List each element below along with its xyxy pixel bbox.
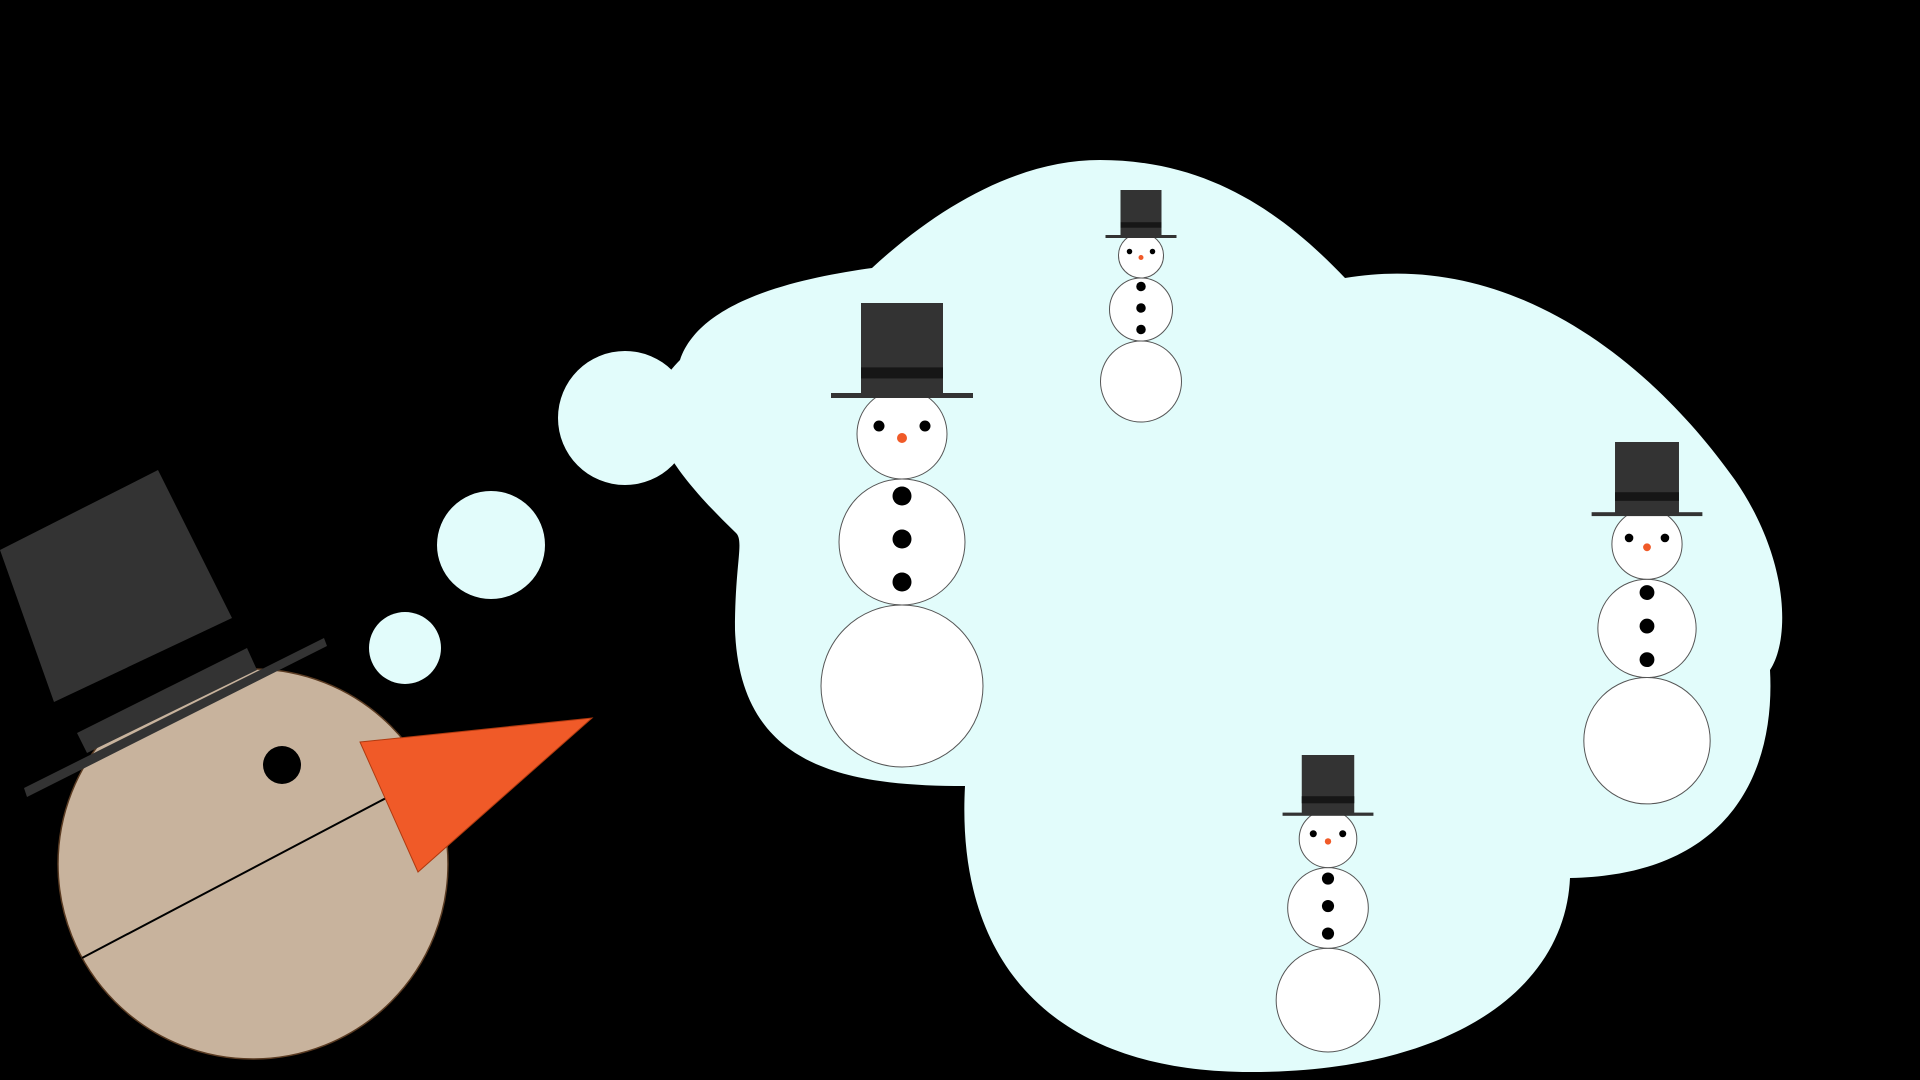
dreamed-snowman (1275, 755, 1381, 1053)
snowball-base (1275, 947, 1381, 1053)
coal-eye-icon (1149, 248, 1156, 255)
snowball-base (1100, 340, 1182, 423)
hat-brim (1591, 512, 1703, 517)
snowball-base (820, 604, 984, 768)
hat-crown (1301, 755, 1355, 814)
coal-eye-icon (1309, 830, 1317, 838)
coal-eye-icon (1624, 533, 1634, 543)
coal-button (892, 486, 912, 506)
hat-crown (0, 470, 232, 702)
trail-bubble-small (369, 612, 441, 684)
thought-trail (369, 351, 692, 684)
hat-band (77, 648, 257, 753)
coal-button (1321, 872, 1335, 885)
coal-eye-icon (1660, 533, 1670, 543)
hat-brim (24, 638, 327, 797)
carrot-nose-icon (1643, 543, 1651, 552)
head-crease-line (81, 796, 389, 959)
coal-button (1639, 585, 1655, 600)
carrot-nose-icon (1138, 255, 1144, 260)
hat-band (1120, 222, 1162, 228)
coal-eye-icon (1339, 830, 1347, 838)
carrot-nose-icon (1324, 838, 1332, 845)
coal-button (1321, 927, 1335, 940)
coal-button (1639, 618, 1655, 634)
snowball-base (1583, 677, 1711, 805)
snowman-head-icon (0, 470, 594, 1060)
carrot-nose-icon (359, 717, 594, 873)
coal-eye-icon (919, 420, 931, 432)
hat-brim (831, 393, 973, 398)
coal-button (892, 529, 912, 549)
dreamed-snowman (1583, 442, 1711, 805)
coal-button (1136, 303, 1146, 313)
hat-crown (1120, 190, 1162, 236)
coal-button (1136, 281, 1146, 292)
top-hat-icon (0, 470, 327, 797)
hat-crown (1615, 442, 1679, 514)
hat-band (1615, 492, 1679, 501)
hat-band (861, 367, 943, 379)
coal-eye-icon (1126, 248, 1133, 255)
carrot-nose-icon (897, 433, 907, 443)
trail-bubble-large (558, 351, 692, 485)
coal-button (1639, 652, 1655, 668)
dreamed-snowman (820, 303, 984, 768)
hat-brim (1105, 235, 1177, 238)
coal-button (1321, 899, 1335, 913)
trail-bubble-medium (437, 491, 545, 599)
hat-band (1301, 796, 1355, 804)
hat-crown (861, 303, 943, 395)
hat-brim (1282, 812, 1374, 816)
dreamed-snowman (1100, 190, 1182, 423)
coal-eye-icon (873, 420, 885, 432)
dreamed-snowmen (820, 190, 1711, 1053)
coal-button (1136, 324, 1146, 335)
coal-eye-icon (263, 746, 301, 784)
coal-button (892, 572, 912, 592)
